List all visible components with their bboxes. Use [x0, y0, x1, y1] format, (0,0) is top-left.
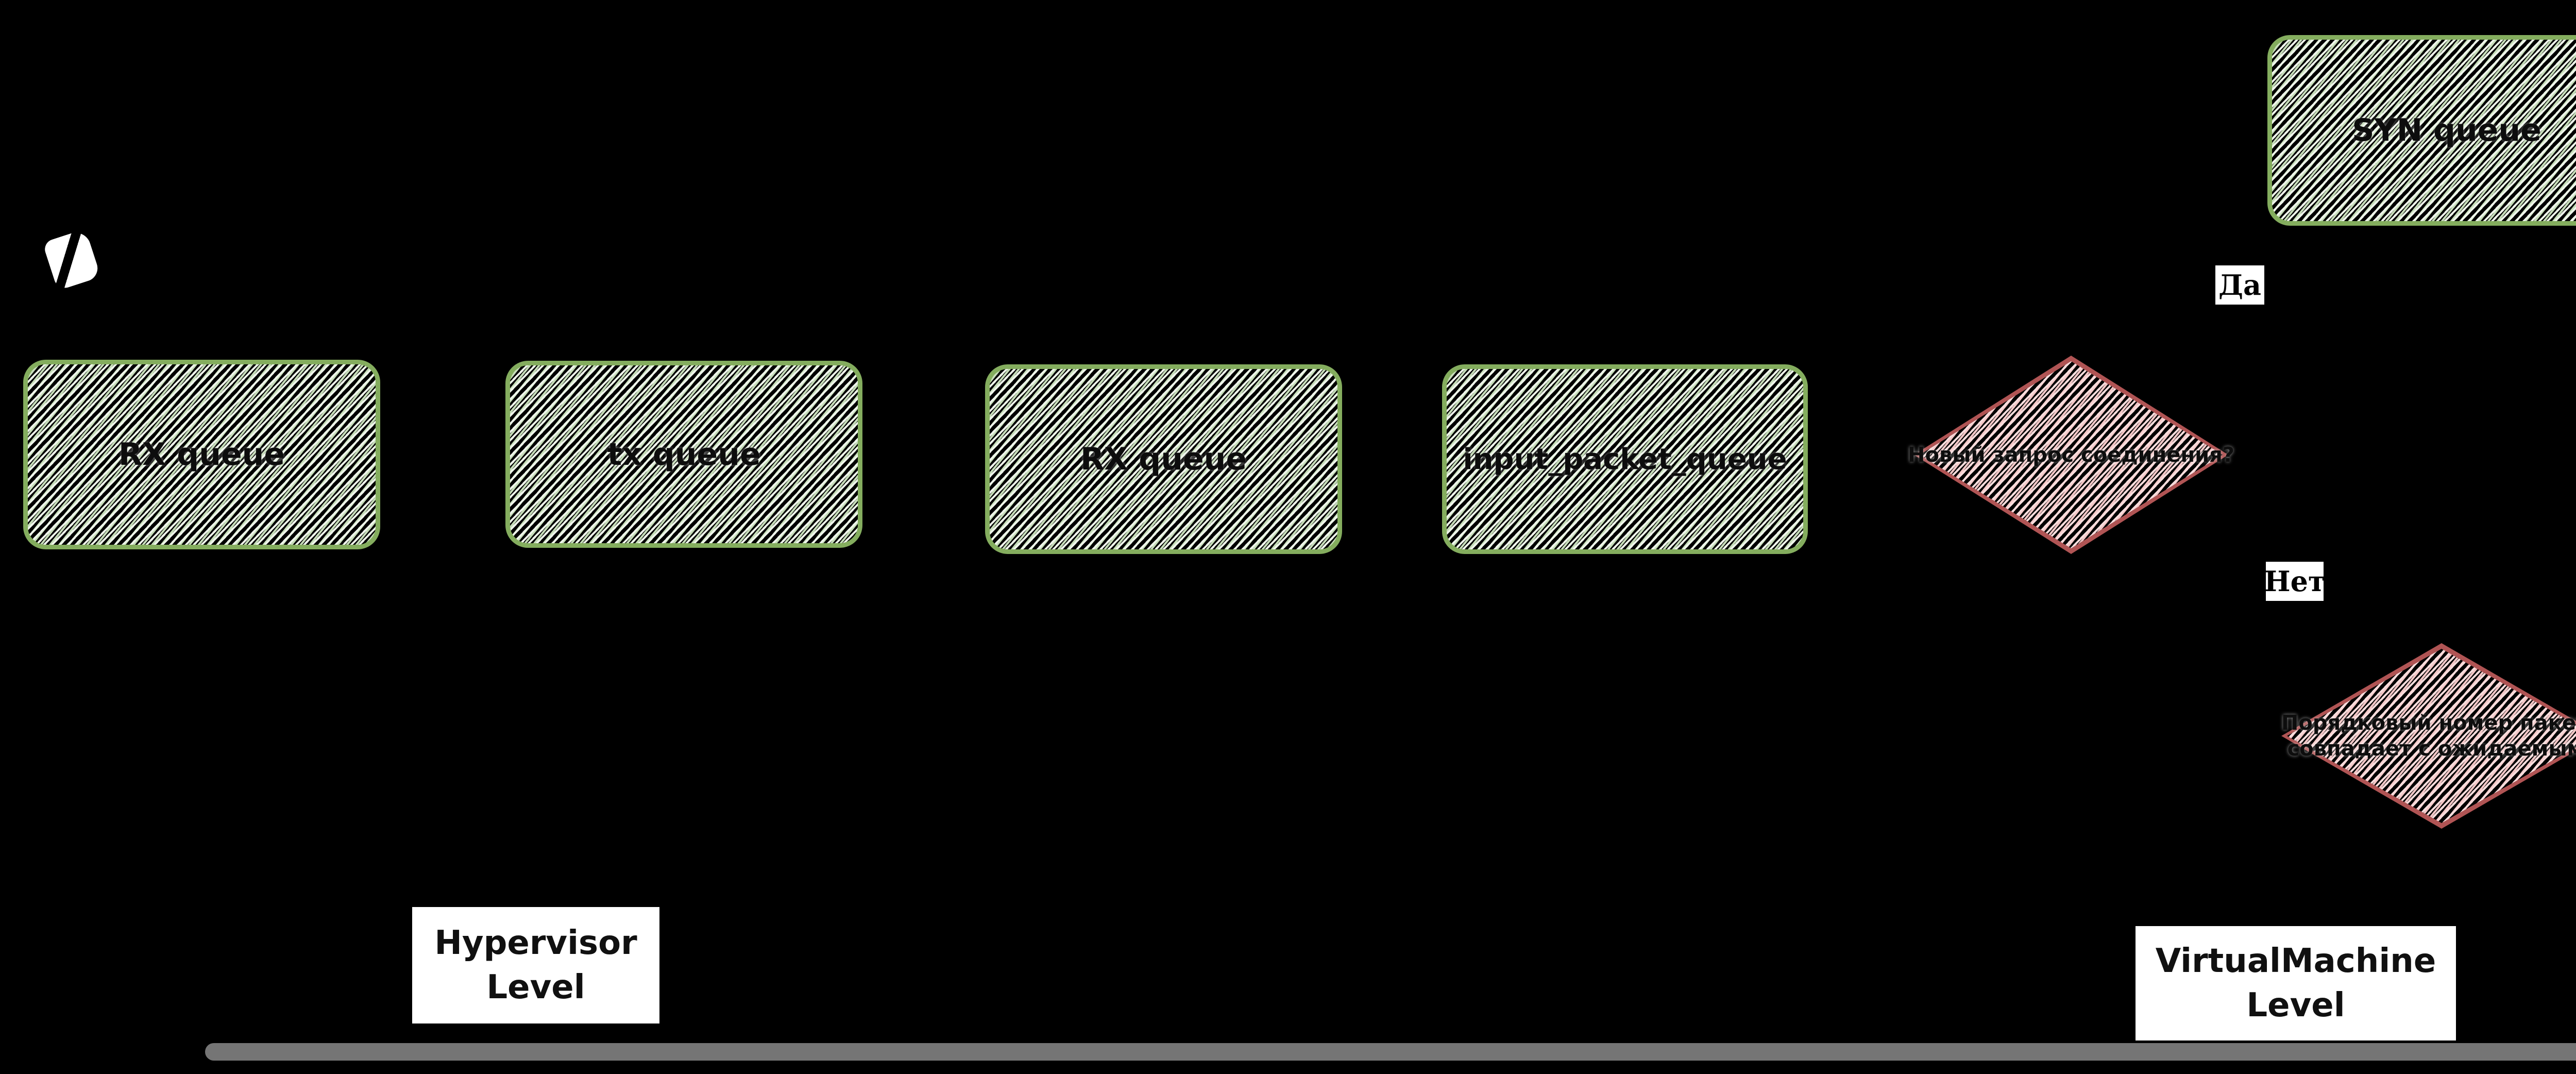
rx-queue-host-node[interactable]: RX queue — [23, 360, 380, 549]
syn-queue-label: SYN queue — [2352, 112, 2541, 148]
edge-label-no-1-text: Нет — [2264, 565, 2326, 598]
decision-seq-match[interactable]: Порядковый номер пакета совпадает с ожид… — [2281, 643, 2576, 829]
edge-label-no-1[interactable]: Нет — [2264, 562, 2326, 601]
horizontal-scrollbar[interactable] — [205, 1043, 2576, 1061]
syn-queue-node[interactable]: SYN queue — [2267, 35, 2576, 226]
rx-queue-guest-label: RX queue — [1080, 441, 1247, 477]
tx-queue-label: tx queue — [607, 436, 761, 473]
decision-seq-match-line2: совпадает с ожидаемым? — [2287, 737, 2576, 761]
edge-label-yes-1-text: Да — [2218, 268, 2261, 301]
rx-queue-host-label: RX queue — [118, 437, 285, 473]
virtualmachine-level-line1: VirtualMachine — [2155, 942, 2436, 980]
rx-queue-guest-node[interactable]: RX queue — [985, 364, 1342, 554]
decision-new-connection[interactable]: Новый запрос соединения? — [1908, 356, 2234, 554]
hypervisor-level-line1: Hypervisor — [434, 924, 637, 962]
input-packet-queue-label: input_packet_queue — [1463, 442, 1787, 476]
virtualmachine-level-label[interactable]: VirtualMachine Level — [2136, 926, 2456, 1041]
hypervisor-level-line2: Level — [486, 968, 585, 1006]
edge-label-yes-1[interactable]: Да — [2215, 265, 2264, 305]
decision-seq-match-line1: Порядковый номер пакета — [2281, 711, 2576, 735]
input-packet-queue-node[interactable]: input_packet_queue — [1442, 364, 1808, 554]
decision-new-connection-label: Новый запрос соединения? — [1908, 443, 2234, 467]
tx-queue-node[interactable]: tx queue — [505, 361, 862, 548]
virtualmachine-level-line2: Level — [2246, 986, 2345, 1025]
cursor-icon — [42, 228, 101, 291]
hypervisor-level-label[interactable]: Hypervisor Level — [412, 907, 659, 1023]
